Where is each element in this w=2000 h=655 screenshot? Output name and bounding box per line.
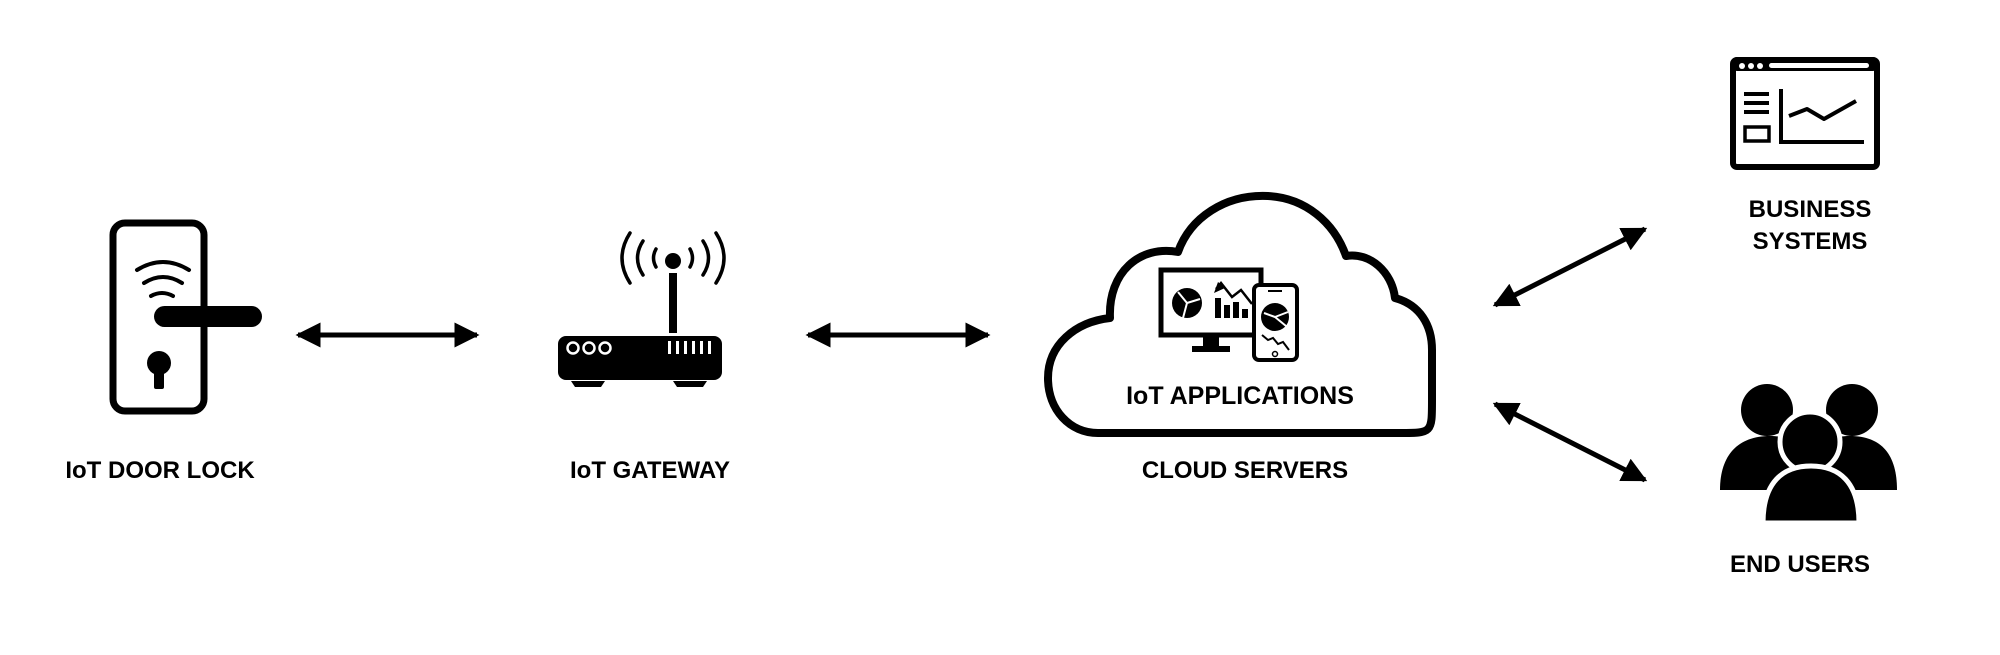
business-label-line1: BUSINESS [1748, 196, 1872, 223]
business-label-line2: SYSTEMS [1752, 228, 1868, 255]
users-group-icon [1720, 384, 1897, 526]
door-lock-icon [109, 219, 262, 415]
door-lock-label: IoT DOOR LOCK [65, 457, 255, 484]
cloud-label: CLOUD SERVERS [1141, 457, 1349, 484]
arrow-cloud-users [1492, 401, 1648, 483]
router-icon [558, 231, 726, 387]
arrow-cloud-business [1492, 226, 1648, 308]
cloud-inner-label: IoT APPLICATIONS [1126, 382, 1354, 410]
users-label: END USERS [1729, 551, 1871, 578]
browser-dashboard-icon [1730, 57, 1880, 170]
cloud-icon [1044, 191, 1436, 437]
gateway-label: IoT GATEWAY [569, 457, 730, 484]
